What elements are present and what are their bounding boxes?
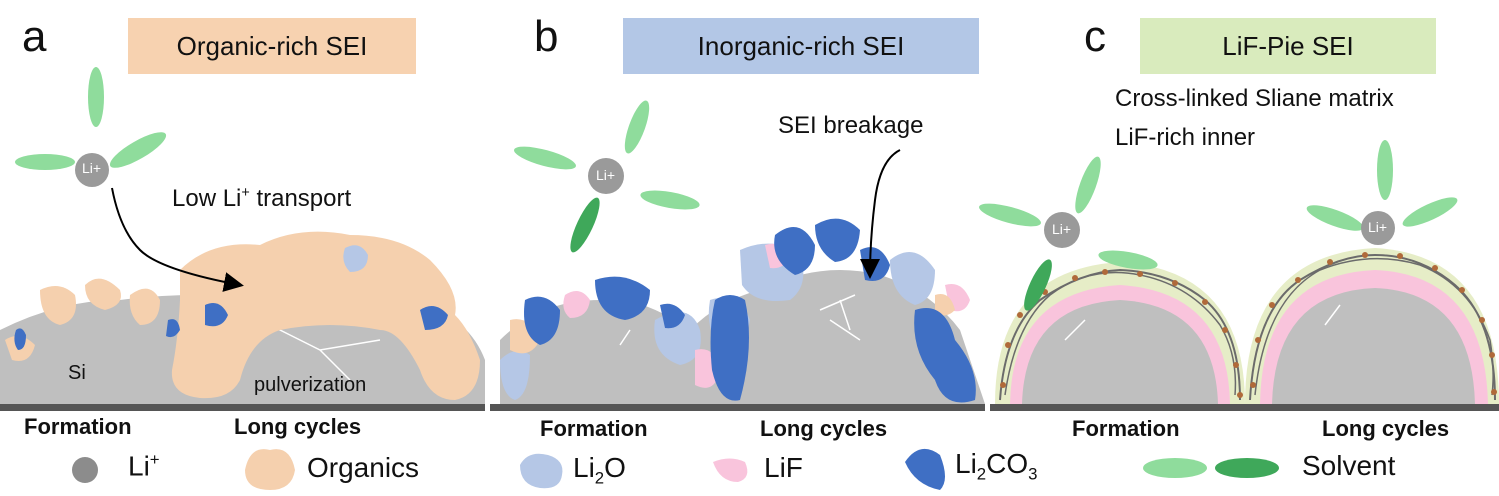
panel-c-artwork	[979, 140, 1499, 411]
panel-c-label: c	[1084, 12, 1106, 61]
panel-c-silane-beads	[1000, 252, 1497, 398]
legend-solvent: Solvent	[1302, 450, 1396, 481]
panel-b-solvated-ion	[514, 100, 700, 253]
panel-a-li2co3-chip-3	[14, 328, 26, 350]
legend-li2co3: Li2CO3	[955, 448, 1038, 484]
panel-c-dome-left-crack	[1064, 319, 1086, 341]
legend-li-ion-swatch	[72, 457, 98, 483]
panel-c-dome-right-crack	[1324, 304, 1341, 326]
panel-c-dome-left-network	[999, 268, 1241, 401]
panel-b-ion-label: Li+	[596, 167, 616, 183]
legend-li2o-swatch	[520, 453, 563, 489]
panel-a-long-cycles: Long cycles	[234, 414, 362, 439]
panel-a-solvated-ion	[15, 67, 167, 187]
panel-c-title: LiF-Pie SEI	[1140, 18, 1436, 74]
panel-b-formation: Formation	[540, 416, 648, 441]
panel-c-line1: Cross-linked Sliane matrix	[1115, 85, 1394, 112]
panel-a-title: Organic-rich SEI	[128, 18, 416, 74]
panel-b-cracks	[619, 294, 861, 346]
panel-a-pulverization: pulverization	[254, 374, 367, 396]
legend-li-ion: Li+	[128, 450, 160, 482]
panel-c-formation: Formation	[1072, 416, 1180, 441]
panel-b-breakage-arrow	[860, 149, 901, 279]
panel-c-substrate	[990, 404, 1499, 411]
panel-a-artwork	[0, 67, 485, 411]
panel-a-formation: Formation	[24, 414, 132, 439]
panel-c-ion-label-left: Li+	[1052, 221, 1072, 237]
panel-a-li2o-chip	[343, 245, 368, 272]
panel-a-li2co3-chip-4	[166, 319, 180, 338]
panel-b-artwork	[490, 100, 985, 411]
panel-a-transport-arrow	[111, 187, 244, 292]
panel-b-long-cycles: Long cycles	[760, 416, 888, 441]
legend-solvent-dark-swatch	[1215, 458, 1279, 478]
legend-solvent-light-swatch	[1143, 458, 1207, 478]
panel-a-ion-label: Li+	[82, 160, 102, 176]
panel-a-si-label: Si	[68, 362, 86, 384]
panel-a-annotation: Low Li+ transport	[172, 185, 352, 212]
panel-c-long-cycles: Long cycles	[1322, 416, 1450, 441]
panel-b-breakage-label: SEI breakage	[778, 112, 924, 139]
panel-c-dome-left-si	[1022, 300, 1218, 404]
legend-organics: Organics	[307, 452, 420, 483]
legend-organics-swatch	[245, 449, 295, 490]
panel-b-particles	[500, 218, 976, 403]
panel-c-dome-right-si	[1272, 288, 1475, 404]
legend-swatches	[72, 448, 1279, 490]
panel-a-li2co3-chip-2	[420, 306, 448, 330]
legend-li2co3-swatch	[905, 448, 945, 490]
panel-a-li2co3-chip-1	[205, 302, 228, 327]
panel-a-label: a	[22, 12, 47, 61]
panel-c-line2: LiF-rich inner	[1115, 124, 1256, 151]
panel-c-ion-label-right: Li+	[1368, 219, 1388, 235]
legend-lif: LiF	[764, 452, 803, 483]
panel-b-label: b	[534, 12, 559, 61]
panel-c-solvated-ion-left	[979, 156, 1158, 311]
legend-li2o: Li2O	[573, 452, 626, 488]
panel-a-substrate	[0, 404, 485, 411]
panel-b-substrate	[490, 404, 985, 411]
legend-lif-swatch	[713, 458, 748, 482]
panel-c-solvated-ion-right	[1306, 140, 1458, 245]
panel-b-title: Inorganic-rich SEI	[623, 18, 979, 74]
panel-a-organics	[5, 231, 480, 400]
